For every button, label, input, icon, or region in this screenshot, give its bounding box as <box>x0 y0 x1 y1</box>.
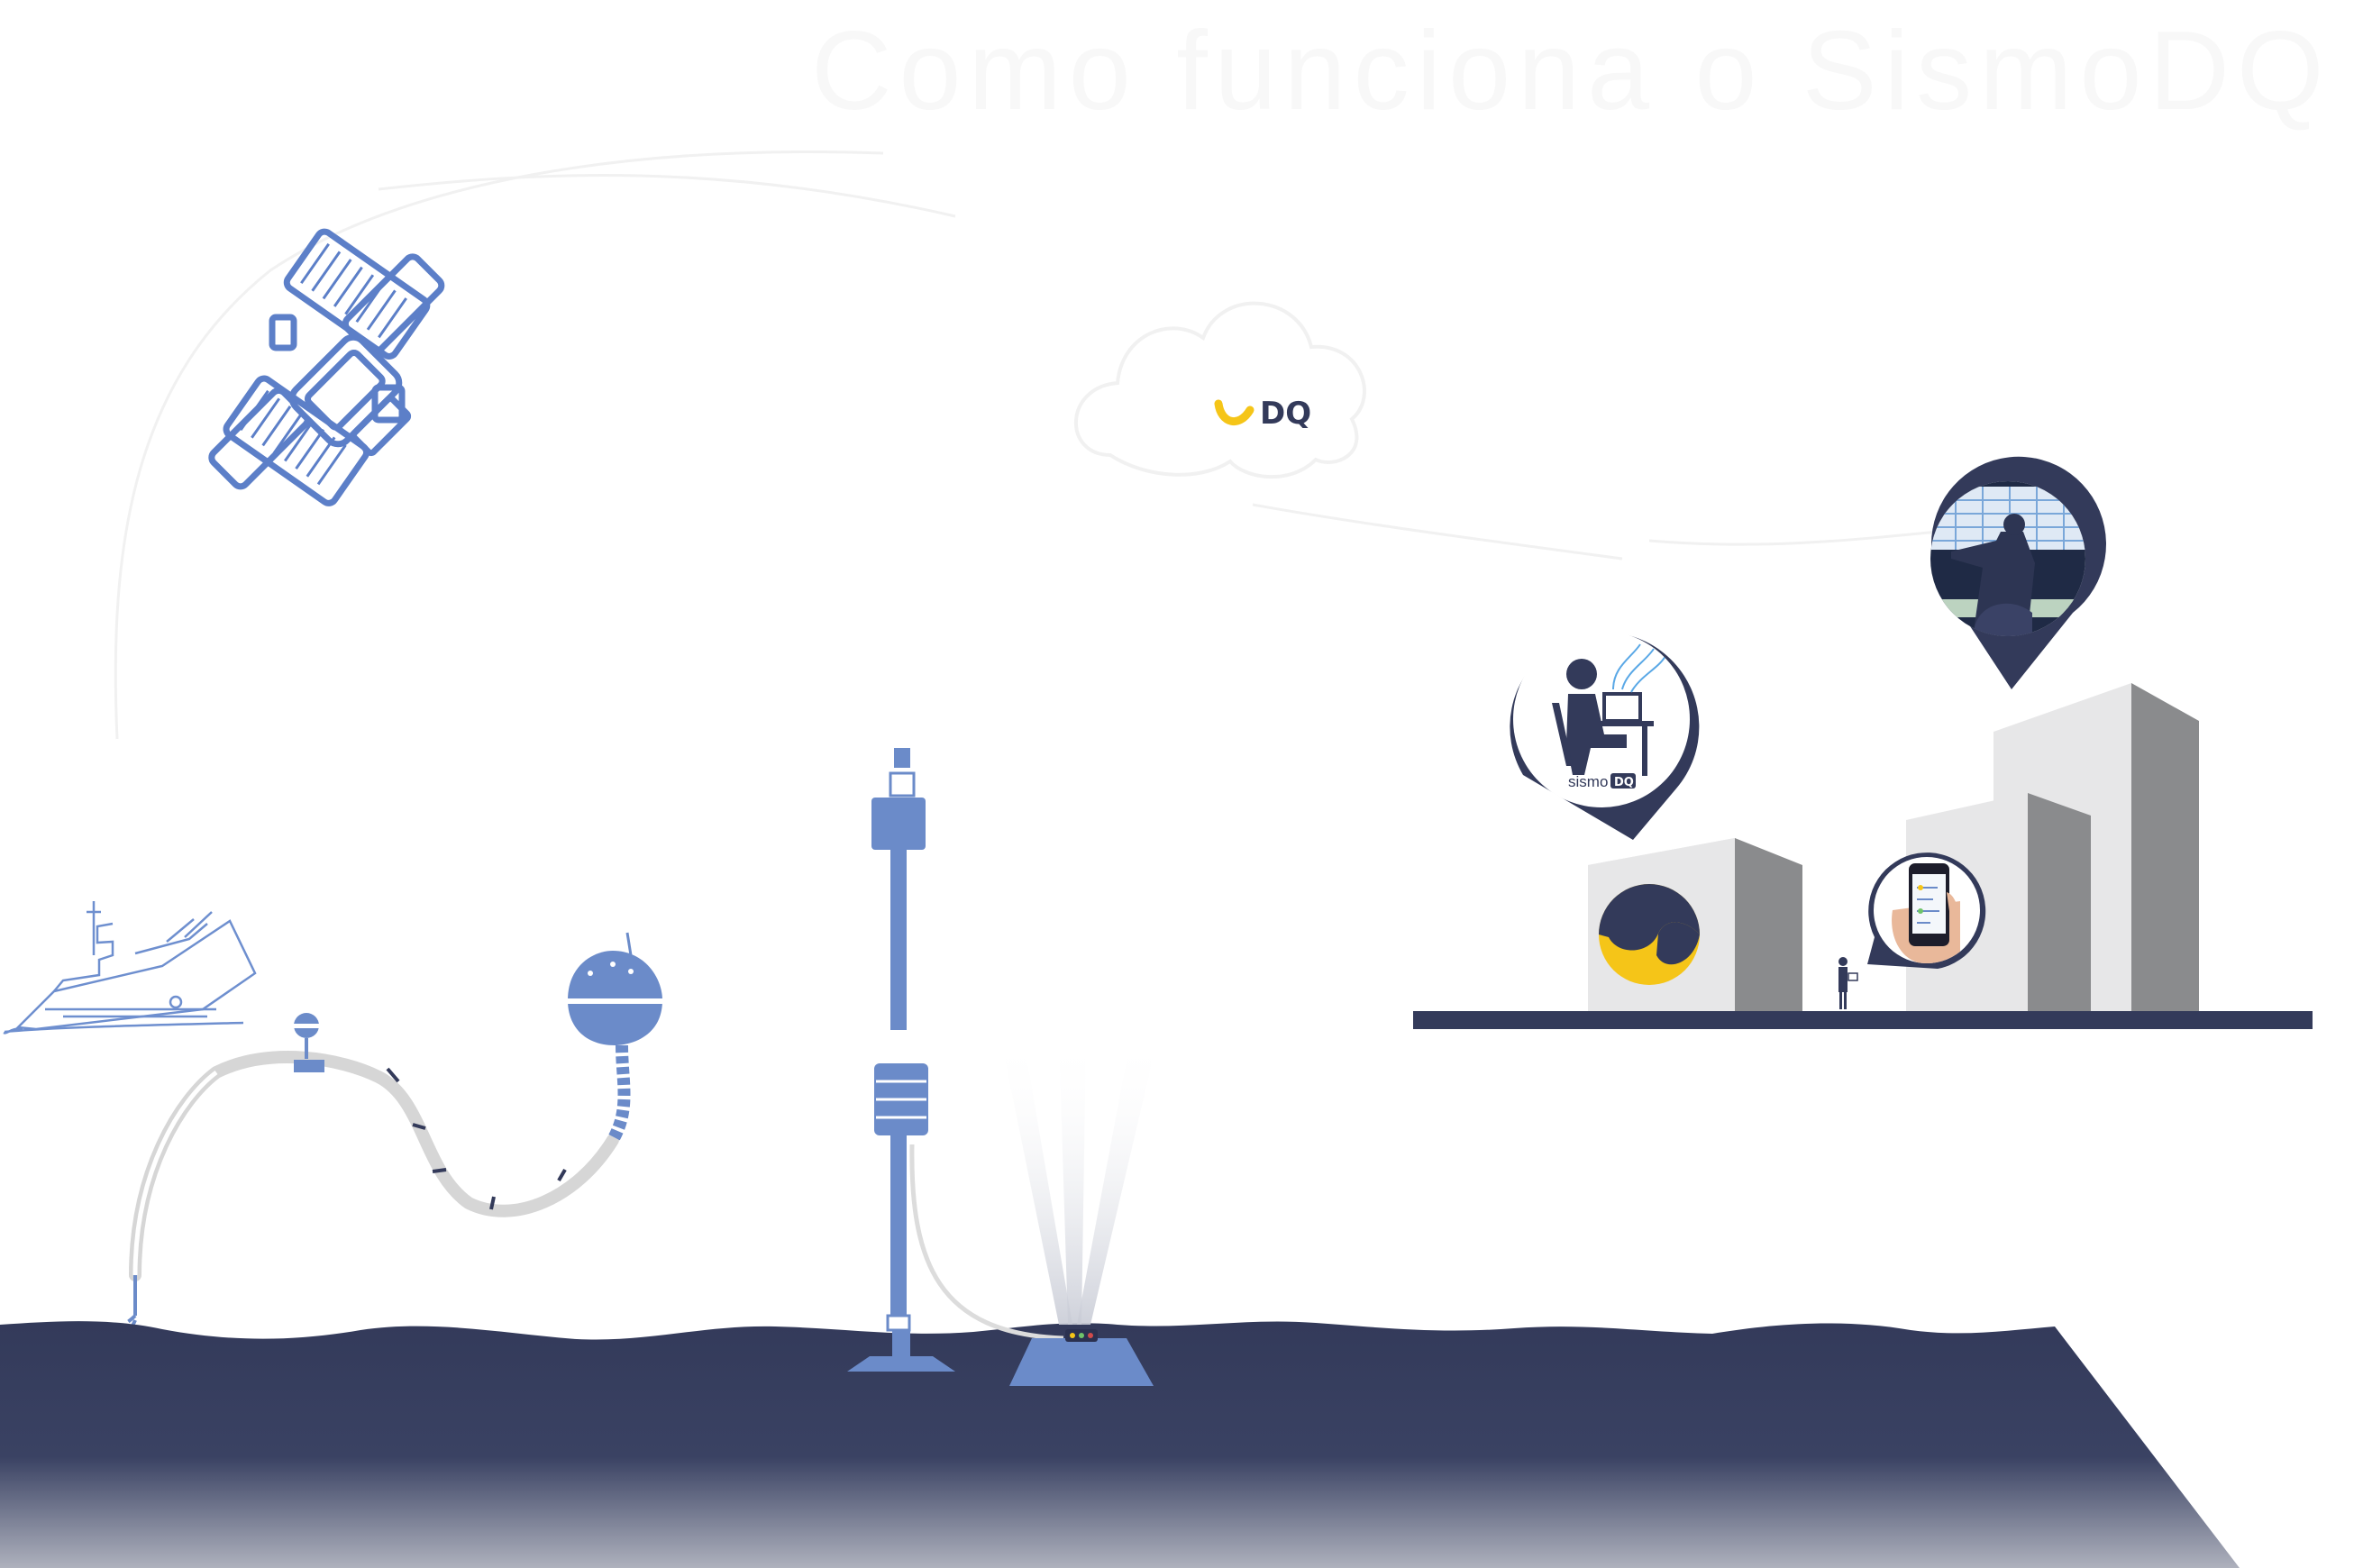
mooring-buoy-icon <box>847 748 955 1372</box>
operator-pin-icon: sismo DQ <box>1510 631 1700 840</box>
sismodq-logo-icon <box>1599 884 1700 985</box>
control-room-pin-icon <box>1930 456 2106 689</box>
data-cable <box>909 1144 1064 1341</box>
surface-buoy-icon <box>294 1013 319 1059</box>
seafloor-sensor-icon <box>1009 1329 1154 1386</box>
page-title: Como funciona o SismoDQ <box>811 9 2331 133</box>
operator-brand-badge: DQ <box>1614 776 1634 789</box>
city-platform <box>1413 1011 2313 1029</box>
smartphone-pin-icon <box>1867 852 1986 969</box>
faint-connection-lines <box>114 150 1939 740</box>
cloud-icon: DQ <box>1074 301 1366 479</box>
satellite-icon <box>208 228 445 506</box>
ship-icon <box>3 901 257 1035</box>
operator-brand: sismo <box>1568 773 1608 790</box>
seismometer-sphere-icon <box>566 932 665 1144</box>
seafloor <box>0 1321 2240 1568</box>
sensor-signal-beams <box>1000 1036 1158 1325</box>
person-icon <box>1838 957 1858 1009</box>
cloud-label: DQ <box>1260 396 1311 432</box>
mooring-cable <box>129 1051 619 1281</box>
